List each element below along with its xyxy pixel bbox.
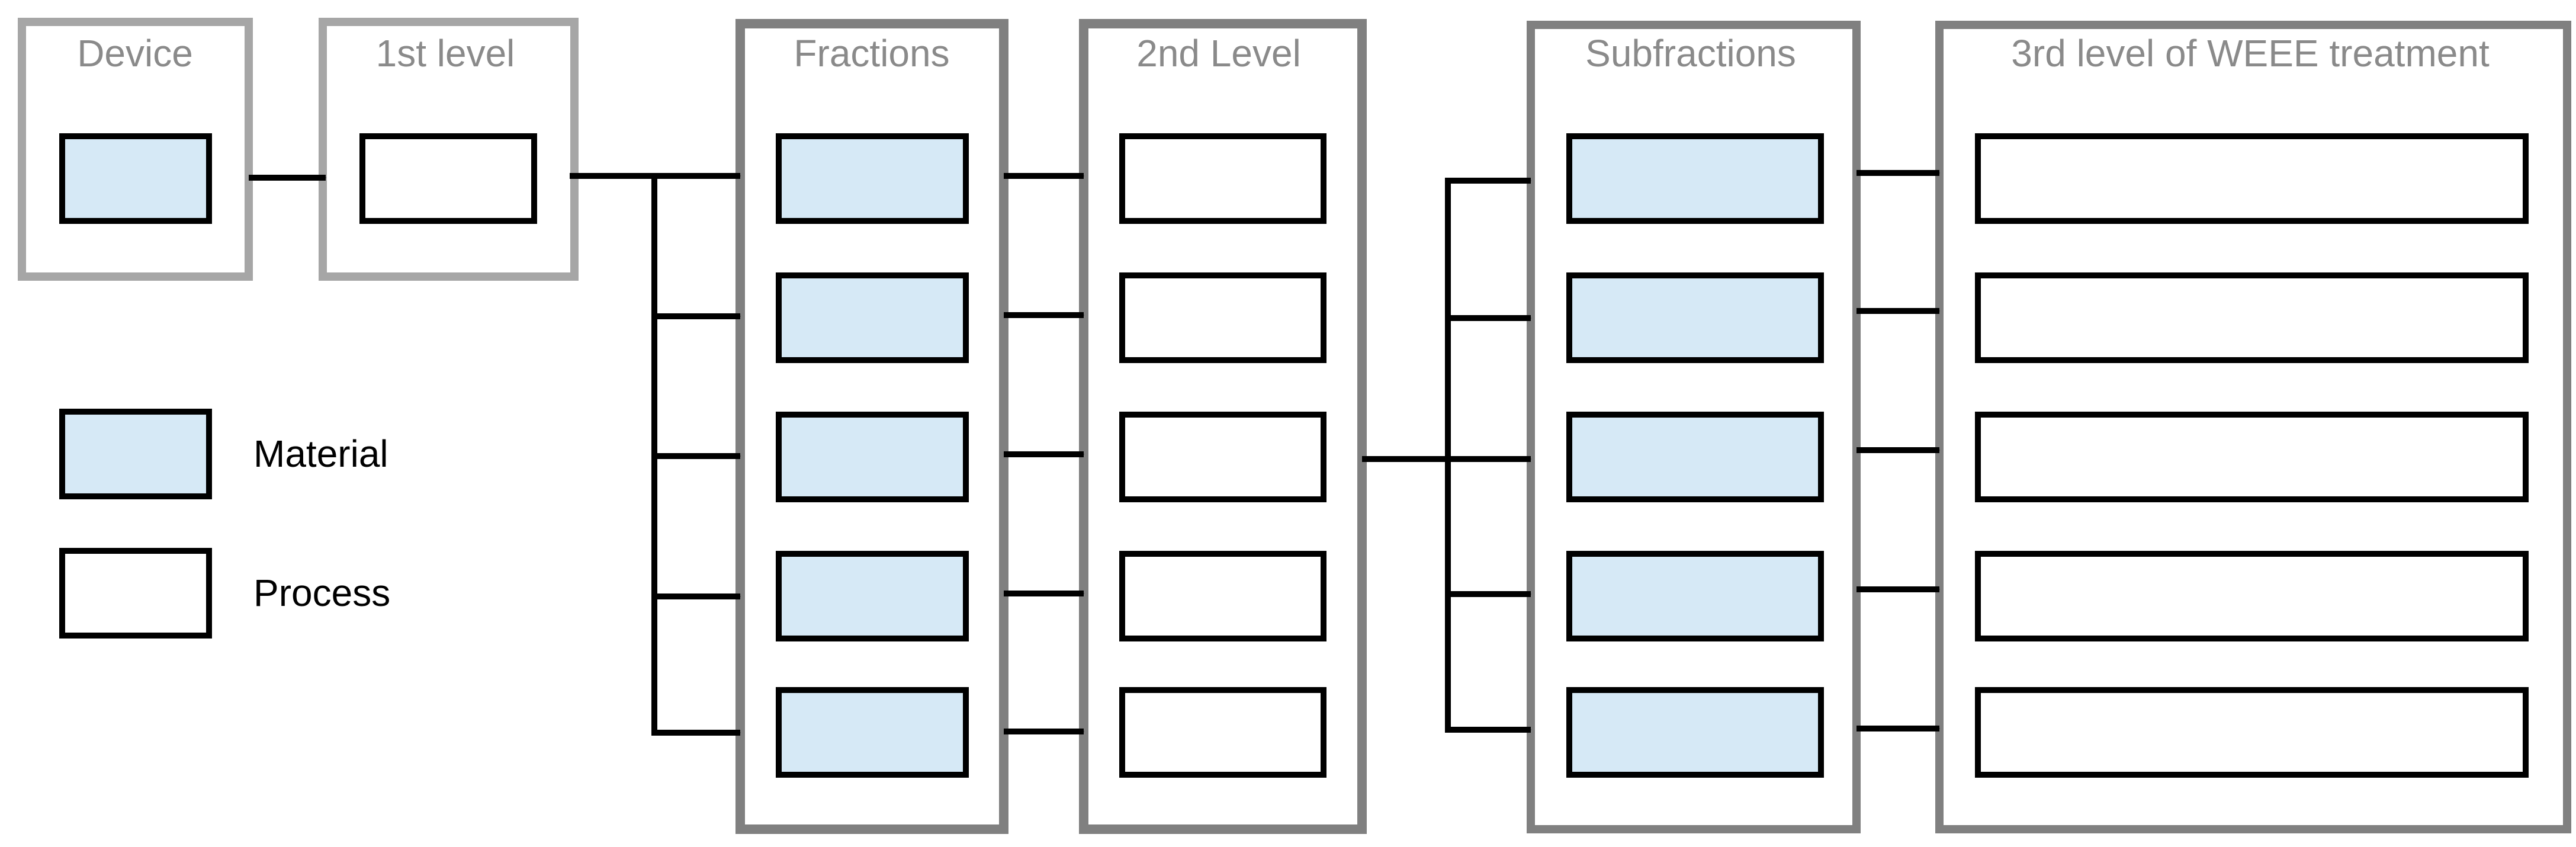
group-fractions-frame [735,19,1008,834]
legend-item-material: Material [59,409,388,499]
group-level2-frame [1079,19,1367,834]
level3-process-box [1975,272,2529,363]
subfraction-material-box [1566,687,1824,778]
level2-process-box [1119,551,1326,641]
group-level1-frame [319,18,579,281]
legend-material-label: Material [253,432,388,475]
legend-process-label: Process [253,572,390,614]
device-material-box [59,133,212,224]
group-device: Device [18,18,253,281]
fraction-material-box [776,272,969,363]
group-subfractions-frame [1527,21,1861,833]
group-device-title: Device [77,32,193,75]
group-level3-title: 3rd level of WEEE treatment [2011,32,2490,75]
group-level1: 1st level [319,18,579,281]
group-fractions-title: Fractions [794,32,949,75]
group-level1-title: 1st level [376,32,515,75]
group-level2: 2nd Level [1079,19,1367,834]
group-level3: 3rd level of WEEE treatment [1935,21,2571,833]
fraction-material-box [776,412,969,502]
level3-process-box [1975,687,2529,778]
legend: Material Process [59,409,390,639]
group-fractions: Fractions [735,19,1008,834]
level2-process-box [1119,412,1326,502]
legend-material-swatch [59,409,212,499]
level2-process-box [1119,272,1326,363]
level2-process-box [1119,133,1326,224]
group-subfractions-title: Subfractions [1585,32,1796,75]
level3-process-box [1975,412,2529,502]
level3-process-box [1975,133,2529,224]
group-subfractions: Subfractions [1527,21,1861,833]
level2-boxes [1119,133,1326,778]
subfractions-boxes [1566,133,1824,778]
level3-process-box [1975,551,2529,641]
subfraction-material-box [1566,551,1824,641]
fractions-boxes [776,133,969,778]
level3-boxes [1975,133,2529,778]
group-level2-title: 2nd Level [1136,32,1301,75]
fraction-material-box [776,133,969,224]
subfraction-material-box [1566,412,1824,502]
level2-process-box [1119,687,1326,778]
subfraction-material-box [1566,133,1824,224]
group-level3-frame [1935,21,2571,833]
level1-process-box [359,133,537,224]
fraction-material-box [776,687,969,778]
fraction-material-box [776,551,969,641]
legend-item-process: Process [59,548,390,639]
legend-process-swatch [59,548,212,639]
subfraction-material-box [1566,272,1824,363]
connectors [249,170,1940,736]
group-device-frame [18,18,253,281]
